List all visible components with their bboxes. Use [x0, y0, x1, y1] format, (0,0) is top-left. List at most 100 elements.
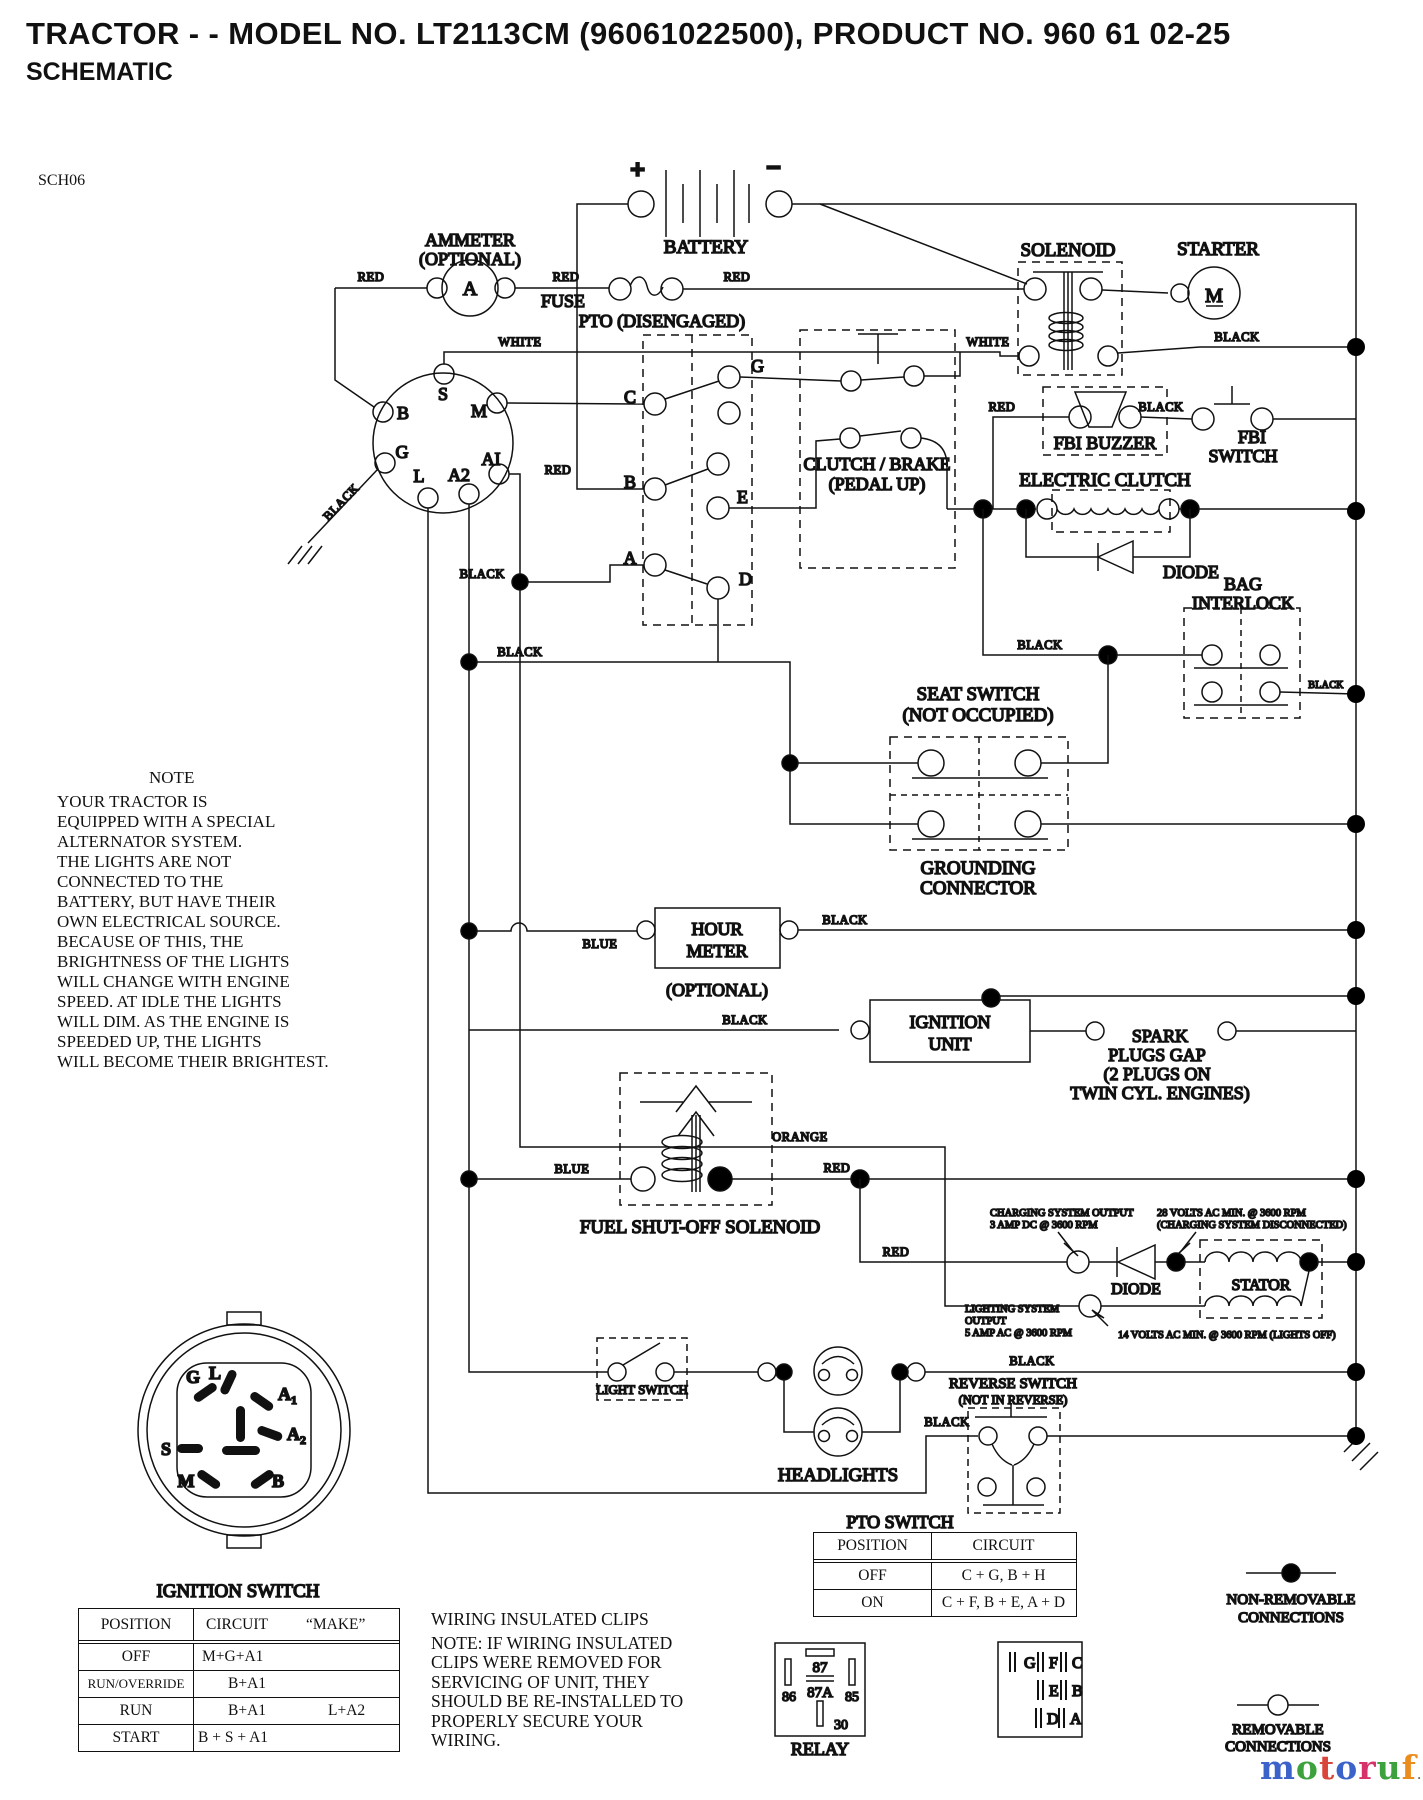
legend-non-removable [1246, 1563, 1336, 1583]
wire-label-red: RED [553, 270, 580, 284]
key-terminal-a2: A2 [287, 1424, 306, 1447]
charging-circuit [859, 1179, 1205, 1281]
starter-motor [1170, 266, 1241, 320]
connector-pin-a: A [1070, 1711, 1082, 1728]
pto-terminal-b: B [624, 472, 636, 492]
spark-label2: PLUGS GAP [1108, 1045, 1206, 1065]
junction-dot [1166, 1252, 1186, 1272]
connector-pin-e: E [1049, 1683, 1059, 1700]
bag-interlock-label1: BAG [1224, 574, 1262, 594]
junction-dot [775, 1363, 793, 1381]
fuel-terminal-dot [707, 1166, 733, 1192]
fbi-switch-label2: SWITCH [1209, 446, 1278, 466]
fbi-buzzer [992, 386, 1193, 509]
pto-col-position: POSITION [814, 1533, 932, 1559]
spark-label1: SPARK [1132, 1026, 1188, 1046]
bag-interlock-label2: INTERLOCK [1192, 593, 1294, 613]
lighting-text4: 14 VOLTS AC MIN. @ 3600 RPM (LIGHTS OFF) [1118, 1330, 1336, 1341]
wire-label-black: BLACK [497, 645, 542, 659]
fbi-switch [1191, 386, 1356, 431]
wiring-clips-note: WIRING INSULATED CLIPS NOTE: IF WIRING I… [431, 1609, 731, 1751]
junction-dot [460, 1170, 478, 1188]
legend-r-label1: REMOVABLE [1232, 1722, 1323, 1738]
ign-col-make: “MAKE” [306, 1615, 366, 1633]
fuel-shutoff-solenoid [619, 1072, 1356, 1206]
ign-col-position: POSITION [79, 1609, 194, 1640]
key-terminal-b: B [272, 1471, 284, 1491]
junction-dot [1299, 1252, 1319, 1272]
junction-dot [460, 653, 478, 671]
ignition-unit [850, 995, 1356, 1063]
pto-terminal-a: A [624, 548, 637, 568]
terminal-a1: AI [482, 449, 501, 469]
terminal-l: L [414, 466, 425, 486]
fbi-switch-label1: FBI [1238, 427, 1266, 447]
charging-text2: 3 AMP DC @ 3600 RPM [990, 1220, 1098, 1231]
clutch-brake-label2: (PEDAL UP) [829, 474, 926, 495]
wire-label-white: WHITE [966, 335, 1009, 349]
ammeter-optional-label: (OPTIONAL) [419, 249, 521, 270]
white-wire-m [506, 402, 644, 405]
stator-label: STATOR [1232, 1277, 1291, 1294]
wire-label-red: RED [545, 463, 572, 477]
battery-minus: − [766, 152, 781, 182]
wire-label-black: BLACK [320, 481, 362, 523]
wire-label-black: BLACK [822, 913, 867, 927]
connector-pinout [997, 1641, 1083, 1738]
ammeter [334, 259, 609, 408]
clutch-diode [1025, 509, 1191, 575]
hour-meter-label2: METER [687, 941, 748, 961]
relay-pin-85: 85 [845, 1690, 859, 1705]
legend-nr-label2: CONNECTIONS [1238, 1610, 1344, 1626]
spark-plugs [1085, 1021, 1356, 1041]
stator [1199, 1239, 1356, 1319]
alternator-note: NOTE YOUR TRACTOR IS EQUIPPED WITH A SPE… [57, 768, 377, 1072]
battery-plus: + [630, 154, 645, 184]
lighting-text2: OUTPUT [965, 1316, 1007, 1327]
terminal-g: G [396, 442, 409, 462]
relay-pin-87: 87 [813, 1660, 829, 1676]
note-title: NOTE [149, 768, 195, 787]
seat-switch [889, 655, 1356, 851]
battery-label: BATTERY [664, 237, 749, 258]
relay [774, 1642, 866, 1737]
reverse-switch-label2: (NOT IN REVERSE) [959, 1393, 1068, 1407]
key-terminal-g: G [186, 1367, 200, 1387]
ammeter-label: AMMETER [425, 230, 515, 250]
electric-clutch-label: ELECTRIC CLUTCH [1019, 470, 1191, 491]
starter-solenoid [1017, 261, 1356, 376]
connector-pin-g: G [1024, 1655, 1036, 1672]
pto-terminal-e: E [737, 487, 748, 507]
junction-dot [511, 573, 529, 591]
terminal-s: S [438, 384, 448, 404]
pto-label: PTO (DISENGAGED) [579, 311, 745, 332]
diode-label: DIODE [1163, 562, 1219, 582]
fuse-label: FUSE [541, 291, 585, 311]
wire-label-black: BLACK [1308, 680, 1344, 691]
white-wire-s [443, 351, 1019, 377]
charging-text3: 28 VOLTS AC MIN. @ 3600 RPM [1157, 1208, 1306, 1219]
key-terminal-s: S [161, 1439, 171, 1459]
pto-table-title: PTO SWITCH [846, 1512, 953, 1532]
wire-label-blue: BLUE [582, 937, 617, 951]
hour-meter-label1: HOUR [691, 919, 742, 939]
wire-label-black: BLACK [460, 567, 505, 581]
legend-removable [1237, 1694, 1319, 1716]
pto-terminal-c: C [624, 387, 636, 407]
relay-pin-30: 30 [834, 1718, 848, 1733]
table-row: OFF C + G, B + H [814, 1563, 1076, 1589]
ignition-switch-table: POSITION CIRCUIT“MAKE” OFF M+G+A1 RUN/OV… [78, 1608, 400, 1752]
clutch-brake-label: CLUTCH / BRAKE [803, 454, 950, 474]
grounding-connector-label2: CONNECTOR [920, 878, 1036, 899]
watermark: motoruf.de [1260, 1748, 1423, 1787]
starter-label: STARTER [1177, 239, 1259, 260]
bag-interlock [982, 509, 1357, 719]
battery [576, 170, 1028, 289]
wire-label-black: BLACK [1138, 400, 1183, 414]
pto-col-circuit: CIRCUIT [972, 1537, 1035, 1554]
ignition-switch-title: IGNITION SWITCH [156, 1581, 319, 1602]
relay-label: RELAY [791, 1739, 849, 1759]
pto-switch [642, 334, 753, 626]
